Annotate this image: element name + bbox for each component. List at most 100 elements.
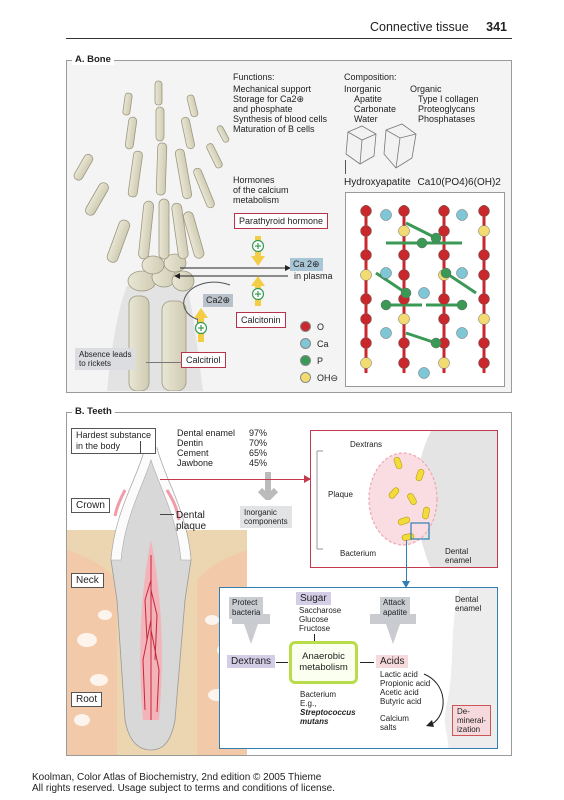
metabolism-to-dextrans-arrow	[276, 662, 288, 663]
lattice-bond	[405, 221, 437, 240]
legend-swatch	[300, 355, 311, 366]
bacterium-label: Bacterium	[340, 549, 377, 558]
lattice-atom-o	[478, 205, 490, 217]
absence-pointer	[146, 362, 182, 363]
lattice-atom-p	[430, 337, 442, 349]
calcium-salts-label: Calcium salts	[380, 714, 409, 732]
lattice-atom-ca	[456, 209, 468, 221]
inorganic-bracket	[257, 472, 279, 500]
enamel-line: Dental	[455, 595, 479, 604]
function-item: and phosphate	[233, 104, 293, 114]
parathyroid-hormone-box: Parathyroid hormone	[234, 213, 329, 229]
organic-item: Proteoglycans	[418, 104, 476, 114]
header-rule	[66, 38, 512, 39]
demin-line: ization	[457, 725, 481, 734]
plaque-line: plaque	[176, 521, 207, 532]
hardest-line: Hardest substance	[76, 430, 152, 440]
attack-line: Attack	[383, 598, 406, 607]
lattice-atom-ca	[380, 267, 392, 279]
composition-heading: Composition:	[344, 72, 397, 82]
bacterium-example: Bacterium E.g., Streptococcus mutans	[300, 690, 356, 726]
hormones-line: of the calcium	[233, 185, 289, 195]
enamel-line: enamel	[445, 556, 472, 565]
hardest-line: in the body	[76, 441, 121, 451]
lattice-atom-o	[398, 205, 410, 217]
callout-line: components	[244, 517, 288, 526]
lattice-atom-oh	[398, 225, 410, 237]
organic-list: Organic Type I collagen Proteoglycans Ph…	[410, 84, 479, 124]
acid-item: Propionic acid	[380, 679, 431, 688]
lattice-atom-oh	[438, 357, 450, 369]
legend-label: Ca	[317, 338, 329, 349]
calcium-line: salts	[380, 723, 397, 732]
zoom-arrow-blue	[406, 540, 407, 584]
lattice-bond	[375, 271, 407, 295]
lattice-atom-o	[360, 225, 372, 237]
legend-item: OH⊖	[300, 369, 338, 386]
acid-list: Lactic acid Propionic acid Acetic acid B…	[380, 670, 430, 706]
demineralization-box: De- mineral- ization	[452, 705, 491, 736]
lattice-atom-ca	[418, 287, 430, 299]
lattice-atom-o	[478, 357, 490, 369]
hormones-label: Hormones of the calcium metabolism	[233, 175, 289, 205]
enamel-line: enamel	[455, 604, 482, 613]
hormones-line: metabolism	[233, 195, 280, 205]
protect-line: Protect	[232, 598, 258, 607]
crystal-pointer	[345, 160, 346, 174]
legend-item: O	[300, 318, 338, 335]
atom-legend: O Ca P OH⊖	[300, 318, 338, 386]
running-header: Connective tissue 341	[370, 20, 507, 34]
inorganic-item: Water	[354, 114, 378, 124]
acid-to-salts-arrow	[423, 673, 444, 727]
plaque-line: Dental	[176, 510, 205, 521]
substance-pct: 70%	[249, 438, 268, 448]
lattice-atom-o	[360, 313, 372, 325]
acid-item: Acetic acid	[380, 688, 419, 697]
function-item: Mechanical support	[233, 84, 312, 94]
absence-line: to rickets	[79, 359, 112, 368]
dental-enamel-top-label: Dental enamel	[445, 547, 471, 565]
legend-swatch	[300, 321, 311, 332]
lattice-bond	[405, 331, 437, 345]
substance-name: Cement	[177, 448, 209, 458]
substance-name: Dental enamel	[177, 428, 236, 438]
hydroxyapatite-lattice	[345, 192, 505, 387]
hardest-substance-box: Hardest substance in the body	[71, 428, 157, 454]
lattice-atom-o	[398, 269, 410, 281]
function-item: Synthesis of blood cells	[233, 114, 328, 124]
lattice-atom-p	[380, 299, 392, 311]
demin-line: mineral-	[457, 716, 486, 725]
functions-heading: Functions:	[233, 72, 275, 82]
ca-bone-box: Ca2⊕	[203, 294, 234, 307]
inorganic-list: Inorganic Apatite Carbonate Water	[344, 84, 396, 124]
organic-item: Type I collagen	[418, 94, 479, 104]
bacterium-line: E.g.,	[300, 699, 317, 708]
hydroxyapatite-label: Hydroxyapatite Ca10(PO4)6(OH)2	[344, 177, 501, 188]
plaque-pointer	[160, 514, 174, 515]
legend-swatch	[300, 372, 311, 383]
lattice-atom-oh	[478, 225, 490, 237]
hardness-row: Cement 65%	[177, 448, 267, 458]
inorganic-item: Apatite	[354, 94, 383, 104]
protect-bacteria-box: Protect bacteria	[229, 597, 264, 619]
substance-pct: 65%	[249, 448, 268, 458]
legend-item: Ca	[300, 335, 338, 352]
calcitonin-box: Calcitonin	[236, 312, 286, 328]
bacterium-line: Bacterium	[300, 690, 337, 699]
calcitriol-box: Calcitriol	[181, 352, 226, 368]
enamel-line: Dental	[445, 547, 469, 556]
dental-plaque-label: Dental plaque	[176, 510, 206, 532]
plaque-detail-illustration	[316, 431, 497, 567]
lattice-atom-o	[438, 293, 450, 305]
lattice-atom-oh	[478, 313, 490, 325]
sugar-item: Glucose	[299, 615, 329, 624]
sugar-item: Fructose	[299, 624, 331, 633]
lattice-atom-o	[478, 249, 490, 261]
lattice-atom-ca	[456, 267, 468, 279]
organic-heading: Organic	[410, 84, 442, 94]
lattice-atom-o	[478, 337, 490, 349]
metabolism-to-acids-arrow	[360, 662, 374, 663]
